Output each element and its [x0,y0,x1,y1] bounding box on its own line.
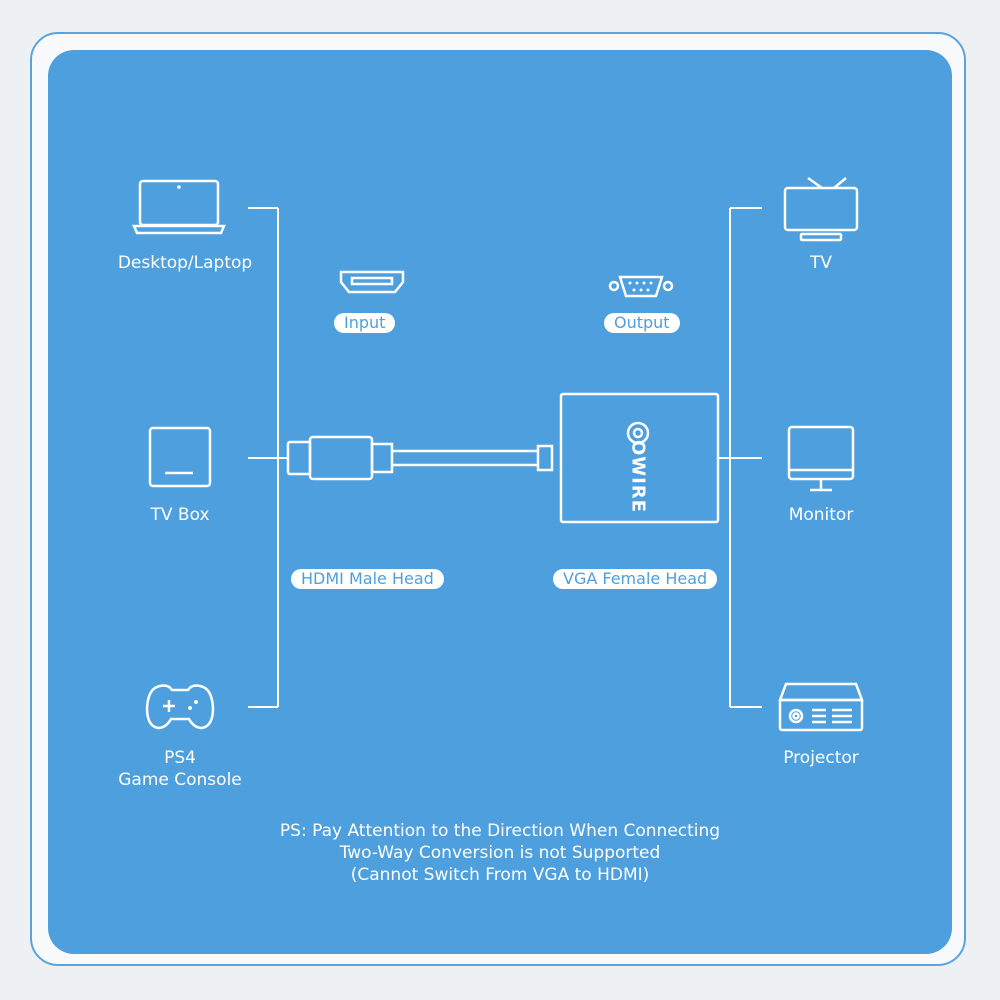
tv-icon [783,176,859,242]
laptop-icon [132,179,226,235]
game-controller-icon [145,684,215,730]
brand-logo-icon [626,421,650,445]
hdmi-plug [286,435,394,481]
monitor-label: Monitor [788,505,854,525]
tv-box-label: TV Box [150,505,210,525]
note-line-1: PS: Pay Attention to the Direction When … [279,821,721,841]
note-line-3: (Cannot Switch From VGA to HDMI) [350,865,650,885]
projector-label: Projector [783,748,859,768]
cable [392,444,554,472]
projector-icon [778,682,864,732]
output-pill: Output [604,313,680,333]
brand-name: OWIRE [627,439,649,513]
console-label-line2: Game Console [118,770,242,790]
laptop-label: Desktop/Laptop [117,253,253,273]
brand-area: OWIRE [618,416,658,513]
left-bracket [248,207,288,708]
tv-box-icon [148,426,212,488]
hdmi-head-pill: HDMI Male Head [291,569,444,589]
vga-adapter-box [559,392,720,524]
diagram-panel [48,50,952,954]
note-line-2: Two-Way Conversion is not Supported [339,843,661,863]
vga-head-pill: VGA Female Head [553,569,718,589]
connection-note: PS: Pay Attention to the Direction When … [200,820,800,886]
vga-port-icon [608,275,674,298]
hdmi-port-icon [339,270,405,294]
console-label-line1: PS4 [164,748,196,768]
tv-label: TV [809,253,832,273]
input-pill: Input [334,313,396,333]
monitor-icon [787,425,855,492]
right-bracket [718,207,762,708]
